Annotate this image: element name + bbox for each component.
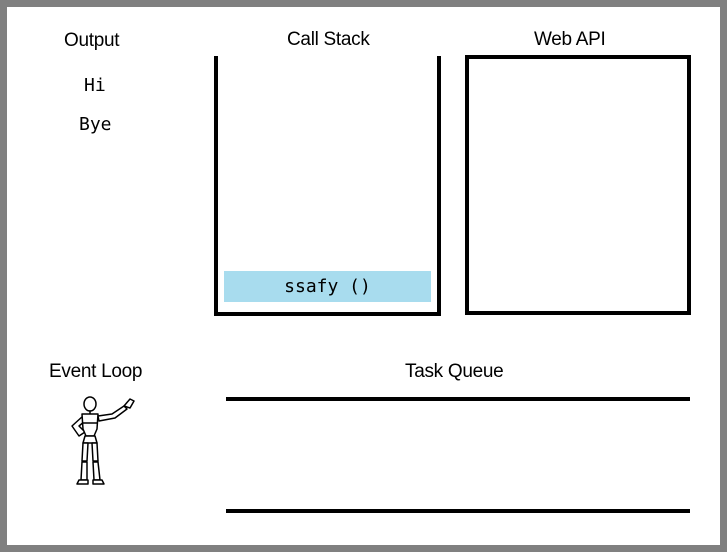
- call-stack-right-wall: [437, 56, 441, 316]
- event-loop-title: Event Loop: [49, 361, 143, 382]
- task-queue-top-line: [226, 397, 690, 401]
- call-stack-frame: ssafy (): [224, 271, 431, 302]
- call-stack-left-wall: [214, 56, 218, 316]
- output-title: Output: [64, 30, 120, 51]
- call-stack-title: Call Stack: [287, 29, 370, 50]
- output-line: Bye: [79, 114, 112, 135]
- task-queue-bottom-line: [226, 509, 690, 513]
- task-queue-title: Task Queue: [405, 361, 504, 382]
- web-api-title: Web API: [534, 29, 606, 50]
- output-line: Hi: [84, 75, 106, 96]
- call-stack-bottom-wall: [214, 312, 441, 316]
- mannequin-figure-icon: [71, 396, 135, 485]
- web-api-box: [465, 55, 691, 315]
